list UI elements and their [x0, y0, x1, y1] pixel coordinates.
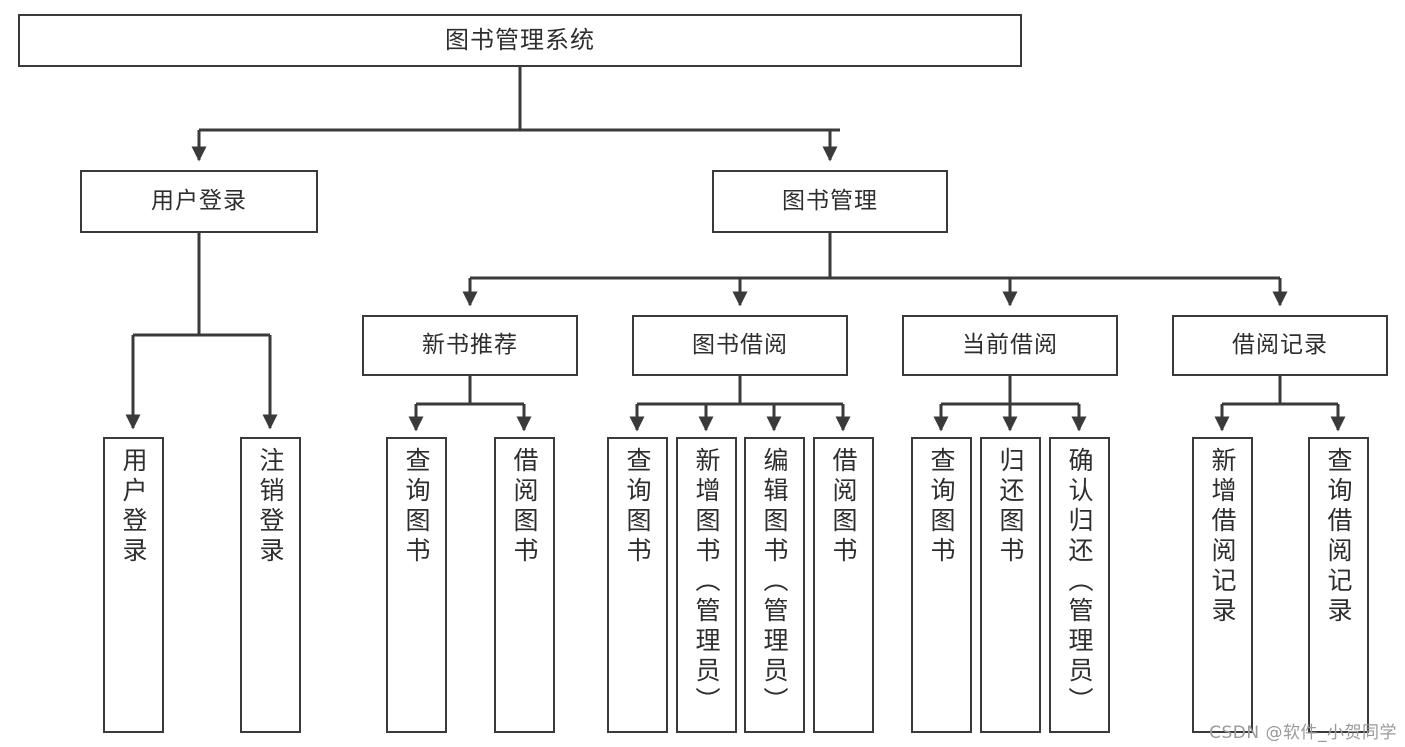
- node-label: 当前借阅: [962, 332, 1058, 359]
- node-label: 新书推荐: [422, 332, 518, 359]
- leaf-book-borrow-edit[interactable]: 编辑图书（管理员）: [744, 437, 805, 733]
- node-label: 查询图书: [927, 447, 956, 567]
- csdn-watermark: CSDN @软件_小贺同学: [1209, 723, 1397, 743]
- node-book-borrow[interactable]: 图书借阅: [632, 315, 848, 376]
- node-label: 图书管理: [782, 188, 878, 215]
- node-label: 借阅图书: [829, 447, 858, 567]
- node-current-borrow[interactable]: 当前借阅: [902, 315, 1118, 376]
- node-label: 借阅记录: [1232, 332, 1328, 359]
- leaf-user-login-logout[interactable]: 注销登录: [240, 437, 301, 733]
- node-label: 查询图书: [402, 447, 431, 567]
- leaf-book-borrow-add[interactable]: 新增图书（管理员）: [676, 437, 737, 733]
- leaf-current-borrow-confirm-return[interactable]: 确认归还（管理员）: [1049, 437, 1110, 733]
- node-borrow-records[interactable]: 借阅记录: [1172, 315, 1388, 376]
- node-label: 用户登录: [119, 447, 148, 567]
- leaf-records-query[interactable]: 查询借阅记录: [1308, 437, 1369, 733]
- node-label: 新增借阅记录: [1208, 447, 1237, 627]
- leaf-user-login-login[interactable]: 用户登录: [103, 437, 164, 733]
- node-label: 借阅图书: [510, 447, 539, 567]
- node-label: 图书借阅: [692, 332, 788, 359]
- node-label: 查询借阅记录: [1324, 447, 1353, 627]
- node-book-management[interactable]: 图书管理: [712, 170, 948, 233]
- leaf-new-book-query[interactable]: 查询图书: [386, 437, 447, 733]
- leaf-current-borrow-query[interactable]: 查询图书: [911, 437, 972, 733]
- leaf-new-book-borrow[interactable]: 借阅图书: [494, 437, 555, 733]
- leaf-book-borrow-borrow[interactable]: 借阅图书: [813, 437, 874, 733]
- node-label: 确认归还（管理员）: [1065, 447, 1094, 717]
- leaf-records-add[interactable]: 新增借阅记录: [1192, 437, 1253, 733]
- node-label: 用户登录: [151, 188, 247, 215]
- node-label: 归还图书: [996, 447, 1025, 567]
- leaf-current-borrow-return[interactable]: 归还图书: [980, 437, 1041, 733]
- node-label: 查询图书: [623, 447, 652, 567]
- node-label: 编辑图书（管理员）: [760, 447, 789, 717]
- node-label: 新增图书（管理员）: [692, 447, 721, 717]
- leaf-book-borrow-query[interactable]: 查询图书: [607, 437, 668, 733]
- node-new-book-recommend[interactable]: 新书推荐: [362, 315, 578, 376]
- node-label: 注销登录: [256, 447, 285, 567]
- node-user-login[interactable]: 用户登录: [80, 170, 318, 233]
- node-root-system[interactable]: 图书管理系统: [18, 14, 1022, 67]
- node-label: 图书管理系统: [445, 25, 595, 54]
